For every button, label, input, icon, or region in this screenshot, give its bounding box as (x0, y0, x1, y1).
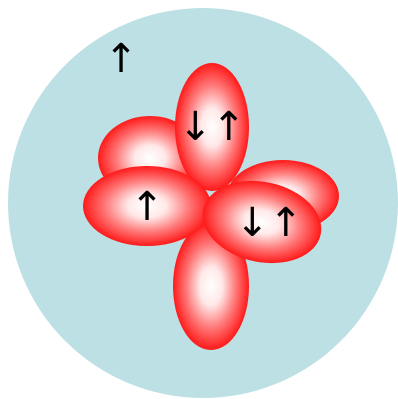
free-electron-up-arrow: ↑ (104, 36, 138, 82)
lobe-top-electron-pair-arrows: ↓↑ (178, 104, 245, 150)
lobe-left-electron-up-arrow: ↑ (130, 184, 164, 230)
lobe-right-electron-pair-arrows: ↓↑ (235, 200, 302, 246)
